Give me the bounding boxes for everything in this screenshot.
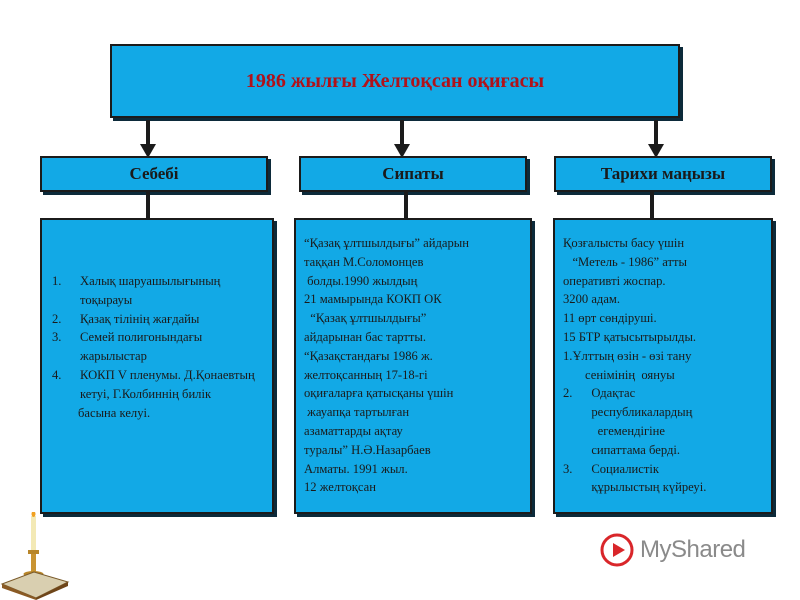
- heading-character: Сипаты: [382, 164, 444, 183]
- significance-text: Қозғалысты басу үшін “Метель - 1986” атт…: [563, 234, 706, 497]
- text-line: құрылыстың күйреуі.: [563, 480, 707, 495]
- arrow-down-icon: [140, 120, 156, 158]
- text-line: сипаттама берді.: [563, 442, 681, 457]
- content-box-character: “Қазақ ұлтшылдығы” айдарын таққан М.Солом…: [294, 218, 532, 514]
- text-line: оқиғаларға қатысқаны үшін: [304, 386, 454, 401]
- heading-box-significance: Тарихи маңызы: [554, 156, 772, 192]
- content-box-significance: Қозғалысты басу үшін “Метель - 1986” атт…: [553, 218, 773, 514]
- text-line: 1.Ұлттың өзін - өзі тану: [563, 348, 692, 363]
- text-line: 11 өрт сөндіруші.: [563, 311, 657, 326]
- list-item: 3.Семей полигонындағы жарылыстар: [52, 330, 203, 364]
- text-line: 3200 адам.: [563, 292, 621, 307]
- heading-cause: Себебі: [129, 164, 179, 183]
- book-candle-icon: [0, 512, 70, 600]
- list-item: 2.Қазақ тілінің жағдайы: [52, 311, 200, 326]
- connector-line: [404, 192, 408, 218]
- list-item: 1.Халық шаруашылығының тоқырауы: [52, 274, 221, 307]
- text-line: “Метель - 1986” атты: [563, 254, 687, 269]
- text-line: азаматтарды ақтау: [304, 423, 403, 438]
- heading-box-character: Сипаты: [299, 156, 527, 192]
- heading-box-cause: Себебі: [40, 156, 268, 192]
- text-line: 3. Социалистік: [563, 461, 659, 476]
- text-line: “Қазақстандағы 1986 ж.: [304, 348, 433, 363]
- text-line: оперативті жоспар.: [563, 273, 666, 288]
- text-line: республикалардың: [563, 405, 693, 420]
- list-item: 4.КОКП V пленумы. Д.Қонаевтың кетуі, Г.К…: [52, 367, 255, 401]
- diagram-title: 1986 жылғы Желтоқсан оқиғасы: [245, 69, 545, 92]
- text-line: жауапқа тартылған: [304, 405, 410, 420]
- text-line: 21 мамырында КОКП ОК: [304, 292, 442, 307]
- text-line: “Қазақ ұлтшылдығы” айдарын: [304, 236, 469, 250]
- content-box-cause: 1.Халық шаруашылығының тоқырауы 2.Қазақ …: [40, 218, 274, 514]
- title-box: 1986 жылғы Желтоқсан оқиғасы: [110, 44, 680, 118]
- arrow-down-icon: [394, 120, 410, 158]
- text-line: сенімінің оянуы: [563, 367, 675, 382]
- text-line: желтоқсанның 17-18-гі: [304, 367, 428, 382]
- text-line: туралы” Н.Ә.Назарбаев: [304, 442, 431, 457]
- play-icon: [600, 533, 634, 567]
- text-line: таққан М.Соломонцев: [304, 254, 424, 269]
- text-line: Алматы. 1991 жыл.: [304, 461, 408, 476]
- text-line: айдарынан бас тартты.: [304, 329, 427, 344]
- text-line: 12 желтоқсан: [304, 480, 376, 495]
- character-text: “Қазақ ұлтшылдығы” айдарын таққан М.Солом…: [304, 234, 469, 497]
- text-line: 15 БТР қатысытырылды.: [563, 329, 697, 344]
- text-line: Қозғалысты басу үшін: [563, 236, 685, 250]
- logo-text: MyShared: [640, 536, 746, 563]
- list-item-tail: басына келуі.: [78, 405, 151, 420]
- cause-list: 1.Халық шаруашылығының тоқырауы 2.Қазақ …: [52, 272, 270, 422]
- text-line: болды.1990 жылдың: [304, 273, 418, 288]
- text-line: егемендігіне: [563, 423, 666, 438]
- text-line: 2. Одақтас: [563, 386, 636, 401]
- myshared-logo: MyShared: [600, 532, 770, 568]
- connector-line: [650, 192, 654, 218]
- text-line: “Қазақ ұлтшылдығы”: [304, 311, 427, 326]
- connector-line: [146, 192, 150, 218]
- arrow-down-icon: [648, 120, 664, 158]
- heading-significance: Тарихи маңызы: [600, 164, 726, 183]
